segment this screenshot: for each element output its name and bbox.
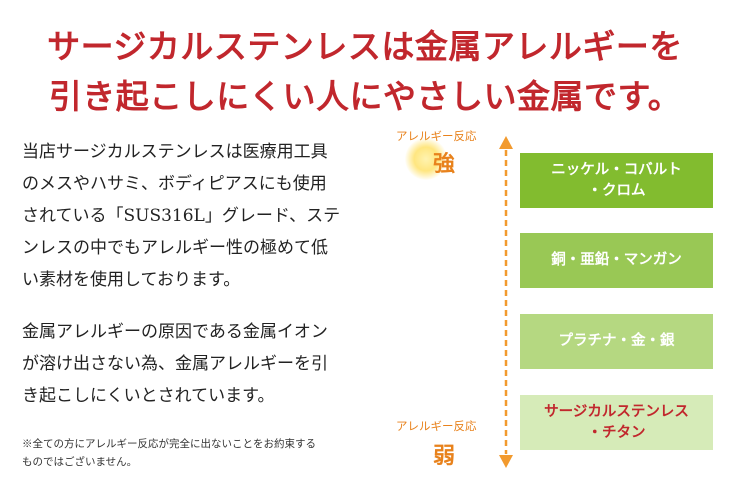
disclaimer-note: ※全ての方にアレルギー反応が完全に出ないことをお約束する ものではございません。 [22, 435, 397, 471]
scale-bottom-caption: アレルギー反応 [396, 419, 477, 433]
metal-box-copper-zinc-manganese: 銅・亜鉛・マンガン [520, 233, 713, 288]
metal-box-text: ニッケル・コバルト [551, 161, 682, 178]
metal-box-platinum-gold-silver: プラチナ・金・銀 [520, 314, 713, 369]
body-line: 金属アレルギーの原因である金属イオン [22, 322, 328, 342]
body-paragraph-1: 当店サージカルステンレスは医療用工具 のメスやハサミ、ボディピアスにも使用 され… [22, 136, 392, 296]
body-line: のメスやハサミ、ボディピアスにも使用 [22, 174, 327, 194]
arrow-down-head [499, 455, 513, 468]
note-line: ※全ての方にアレルギー反応が完全に出ないことをお約束する [22, 438, 316, 450]
metal-box-nickel-cobalt-chrome: ニッケル・コバルト ・クロム [520, 153, 713, 208]
metal-box-surgical-stainless-titanium: サージカルステンレス ・チタン [520, 395, 713, 450]
body-line: い素材を使用しております。 [22, 270, 241, 290]
metal-box-text: ・チタン [587, 424, 646, 441]
note-line: ものではございません。 [22, 456, 138, 468]
body-line: き起こしにくいとされています。 [22, 386, 275, 406]
arrow-up-head [499, 136, 513, 149]
headline-line-2: 引き起こしにくい人にやさしい金属です。 [48, 77, 682, 116]
body-line: ンレスの中でもアレルギー性の極めて低 [22, 238, 328, 258]
scale-weak-label: 弱 [433, 444, 456, 469]
scale-strong-label: 強 [433, 152, 456, 177]
body-paragraph-2: 金属アレルギーの原因である金属イオン が溶け出さない為、金属アレルギーを引 き起… [22, 316, 392, 412]
glow-highlight [405, 138, 447, 180]
metal-box-text: プラチナ・金・銀 [558, 333, 675, 349]
double-arrow-icon [499, 136, 513, 468]
body-line: されている「SUS316L」グレード、ステ [22, 206, 341, 226]
metal-box-text: ・クロム [587, 182, 646, 199]
body-line: 当店サージカルステンレスは医療用工具 [22, 142, 328, 162]
headline-line-1: サージカルステンレスは金属アレルギーを [47, 27, 683, 66]
metal-box-text: サージカルステンレス [544, 403, 689, 420]
metal-box-text: 銅・亜鉛・マンガン [551, 252, 682, 268]
body-line: が溶け出さない為、金属アレルギーを引 [22, 354, 328, 374]
